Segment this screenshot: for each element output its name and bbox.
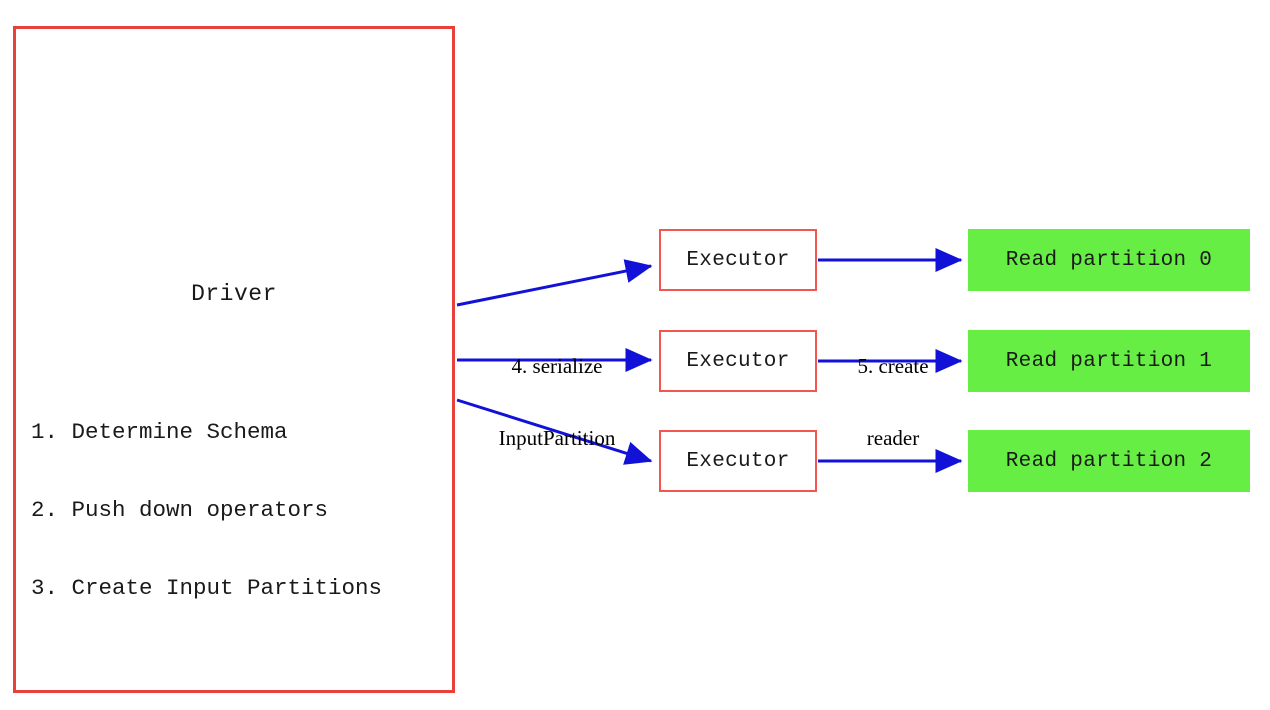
- driver-step-2: 2. Push down operators: [31, 497, 329, 523]
- edge-label-serialize-line-2: InputPartition: [498, 426, 616, 450]
- driver-step-3: 3. Create Input Partitions: [31, 575, 383, 601]
- executor-label-3: Executor: [686, 449, 790, 473]
- executor-box-3: Executor: [659, 430, 817, 492]
- executor-box-1: Executor: [659, 229, 817, 291]
- partition-label-0: Read partition 0: [1005, 248, 1213, 272]
- edge-label-create-line-2: reader: [866, 426, 920, 450]
- executor-box-2: Executor: [659, 330, 817, 392]
- partition-label-2: Read partition 2: [1005, 449, 1213, 473]
- partition-box-1: Read partition 1: [968, 330, 1250, 392]
- executor-label-1: Executor: [686, 248, 790, 272]
- driver-step-list: 1. Determine Schema 2. Push down operato…: [31, 367, 382, 653]
- driver-step-1: 1. Determine Schema: [31, 419, 288, 445]
- partition-box-2: Read partition 2: [968, 430, 1250, 492]
- driver-title: Driver: [191, 281, 277, 307]
- partition-label-1: Read partition 1: [1005, 349, 1213, 373]
- edge-label-create-line-1: 5. create: [857, 354, 929, 378]
- edge-label-serialize-line-1: 4. serialize: [511, 354, 603, 378]
- driver-box: Driver 1. Determine Schema 2. Push down …: [13, 26, 455, 693]
- edge-label-serialize-input-partition: 4. serialize InputPartition: [457, 306, 657, 498]
- executor-label-2: Executor: [686, 349, 790, 373]
- partition-box-0: Read partition 0: [968, 229, 1250, 291]
- edge-label-create-reader: 5. create reader: [823, 306, 963, 498]
- arrow-driver-to-executor-1: [456, 259, 653, 307]
